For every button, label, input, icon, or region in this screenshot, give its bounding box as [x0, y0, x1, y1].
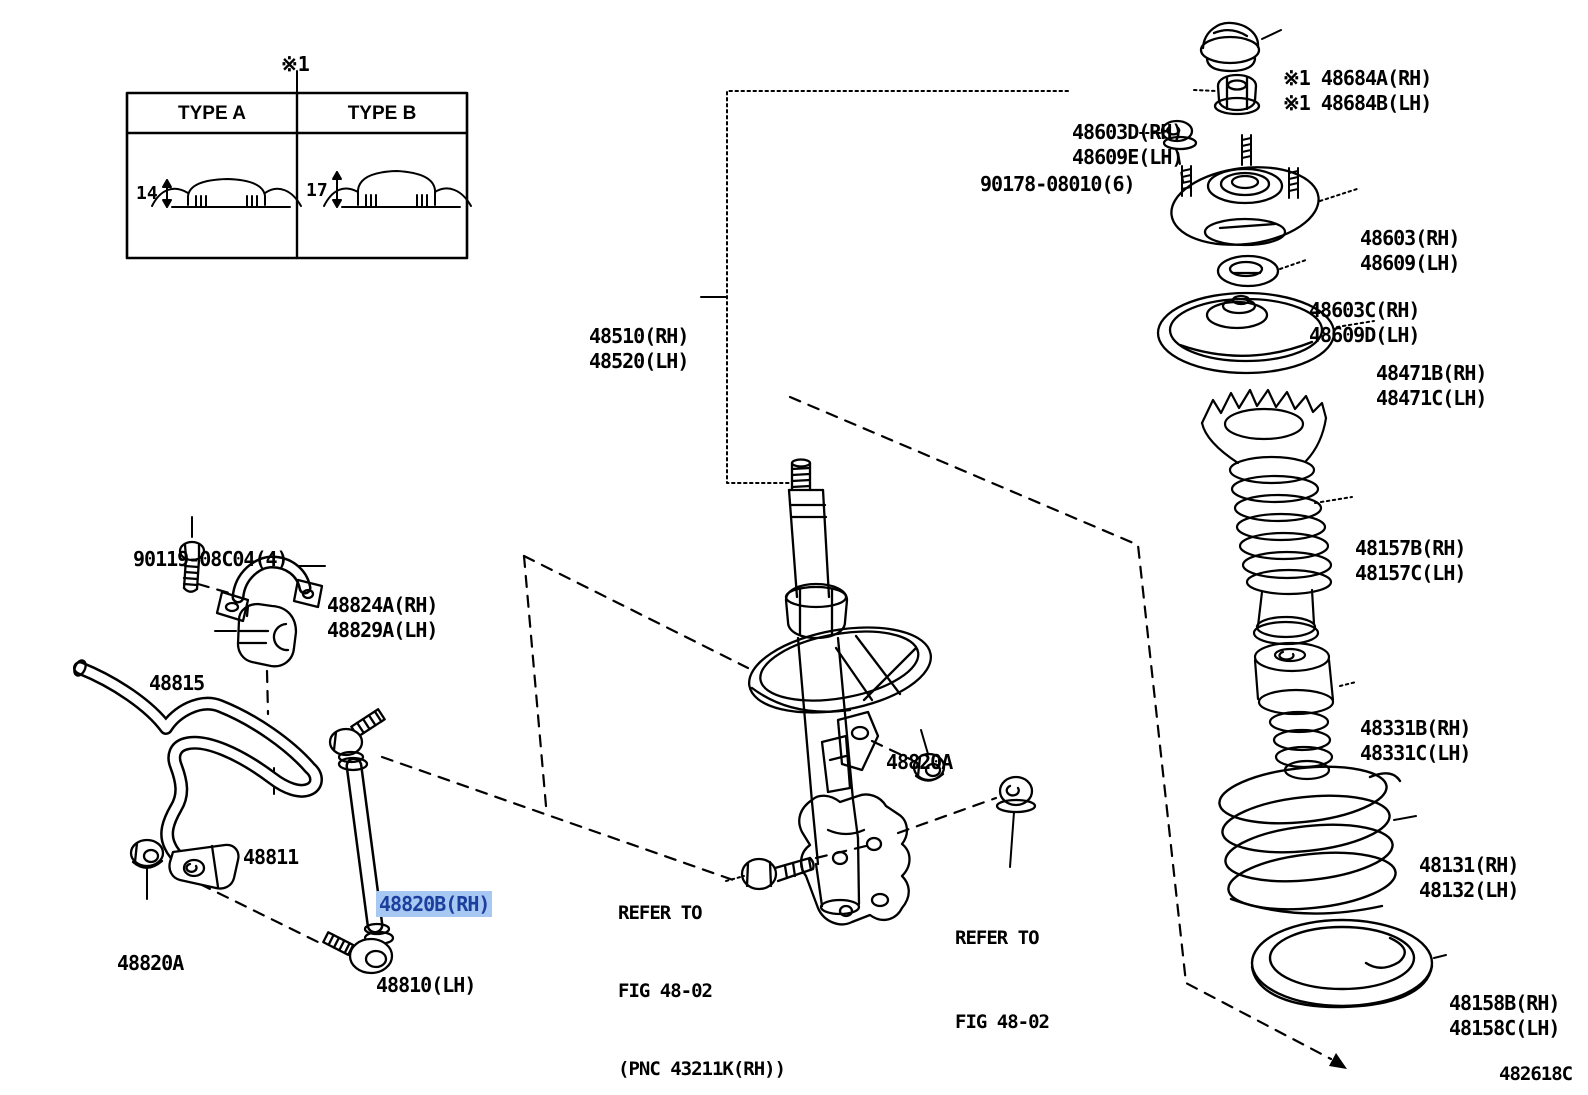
support-washer-drawing	[1216, 254, 1280, 288]
assembly-dashed-lines	[196, 151, 1333, 1061]
assembly-arrowhead	[1329, 1053, 1347, 1069]
dust-boot-drawing	[1200, 388, 1333, 646]
part-label-48603d[interactable]: 48603D(RH)48609E(LH)	[1072, 120, 1183, 169]
part-label-48684[interactable]: ※1 48684A(RH)※1 48684B(LH)	[1283, 66, 1432, 115]
bar-bracket-drawing	[215, 555, 324, 623]
part-label-48158b[interactable]: 48158B(RH)48158C(LH)	[1449, 991, 1560, 1040]
part-label-48603c[interactable]: 48603C(RH)48609D(LH)	[1309, 298, 1420, 347]
type-a-dimension: 14	[136, 183, 158, 204]
type-b-header: TYPE B	[347, 103, 417, 124]
bushing-drawing	[236, 602, 298, 668]
refer-note-right: REFER TO FIG 48-02 (PNC 43211L(RH)) (PNC…	[955, 927, 1050, 1033]
part-label-48131[interactable]: 48131(RH)48132(LH)	[1419, 853, 1519, 902]
part-label-48820a-left[interactable]: 48820A	[117, 951, 184, 975]
knuckle-bolt-drawing	[740, 856, 815, 891]
part-label-48811[interactable]: 48811	[243, 845, 299, 869]
support-mount-drawing	[1170, 134, 1320, 247]
stabilizer-bar-drawing	[73, 659, 323, 890]
strut-drawing	[747, 458, 933, 926]
part-label-48331b[interactable]: 48331B(RH)48331C(LH)	[1360, 716, 1471, 765]
clamp-bolt-drawing	[178, 540, 206, 593]
part-label-48815[interactable]: 48815	[149, 671, 205, 695]
part-label-48603[interactable]: 48603(RH)48609(LH)	[1360, 226, 1460, 275]
support-nut-drawing	[1213, 73, 1261, 116]
stabilizer-link-drawing	[322, 708, 395, 975]
link-nut-left-drawing	[129, 838, 165, 869]
part-label-48820b-selected[interactable]: 48820B(RH) 48810(LH)	[376, 837, 493, 1053]
part-label-48820a-center[interactable]: 48820A	[886, 750, 953, 774]
figure-code: 482618C	[1499, 1063, 1573, 1085]
knuckle-nut-drawing	[995, 775, 1037, 814]
lower-insulator-drawing	[1250, 918, 1434, 1009]
type-table-box	[125, 70, 472, 260]
part-label-48824a[interactable]: 48824A(RH)48829A(LH)	[327, 593, 438, 642]
part-label-48510[interactable]: 48510(RH)48520(LH)	[589, 324, 689, 373]
bump-stop-drawing	[1253, 641, 1335, 781]
cap-drawing	[1199, 21, 1261, 73]
type-a-header: TYPE A	[178, 103, 246, 124]
note-marker: ※1	[281, 52, 310, 76]
selected-part-highlight[interactable]: 48820B(RH)	[376, 891, 493, 917]
coil-spring-drawing	[1218, 765, 1402, 915]
part-label-90119[interactable]: 90119-08C04(4)	[133, 547, 289, 571]
refer-note-left: REFER TO FIG 48-02 (PNC 43211K(RH)) (PNC…	[618, 902, 786, 1080]
type-b-dimension: 17	[306, 180, 328, 201]
part-label-48157b[interactable]: 48157B(RH)48157C(LH)	[1355, 536, 1466, 585]
upper-seat-drawing	[1156, 291, 1336, 375]
link-nut-center-drawing	[912, 752, 946, 782]
small-nut-drawing	[1160, 119, 1198, 151]
part-label-48471b[interactable]: 48471B(RH)48471C(LH)	[1376, 361, 1487, 410]
part-label-90178[interactable]: 90178-08010(6)	[980, 172, 1136, 196]
